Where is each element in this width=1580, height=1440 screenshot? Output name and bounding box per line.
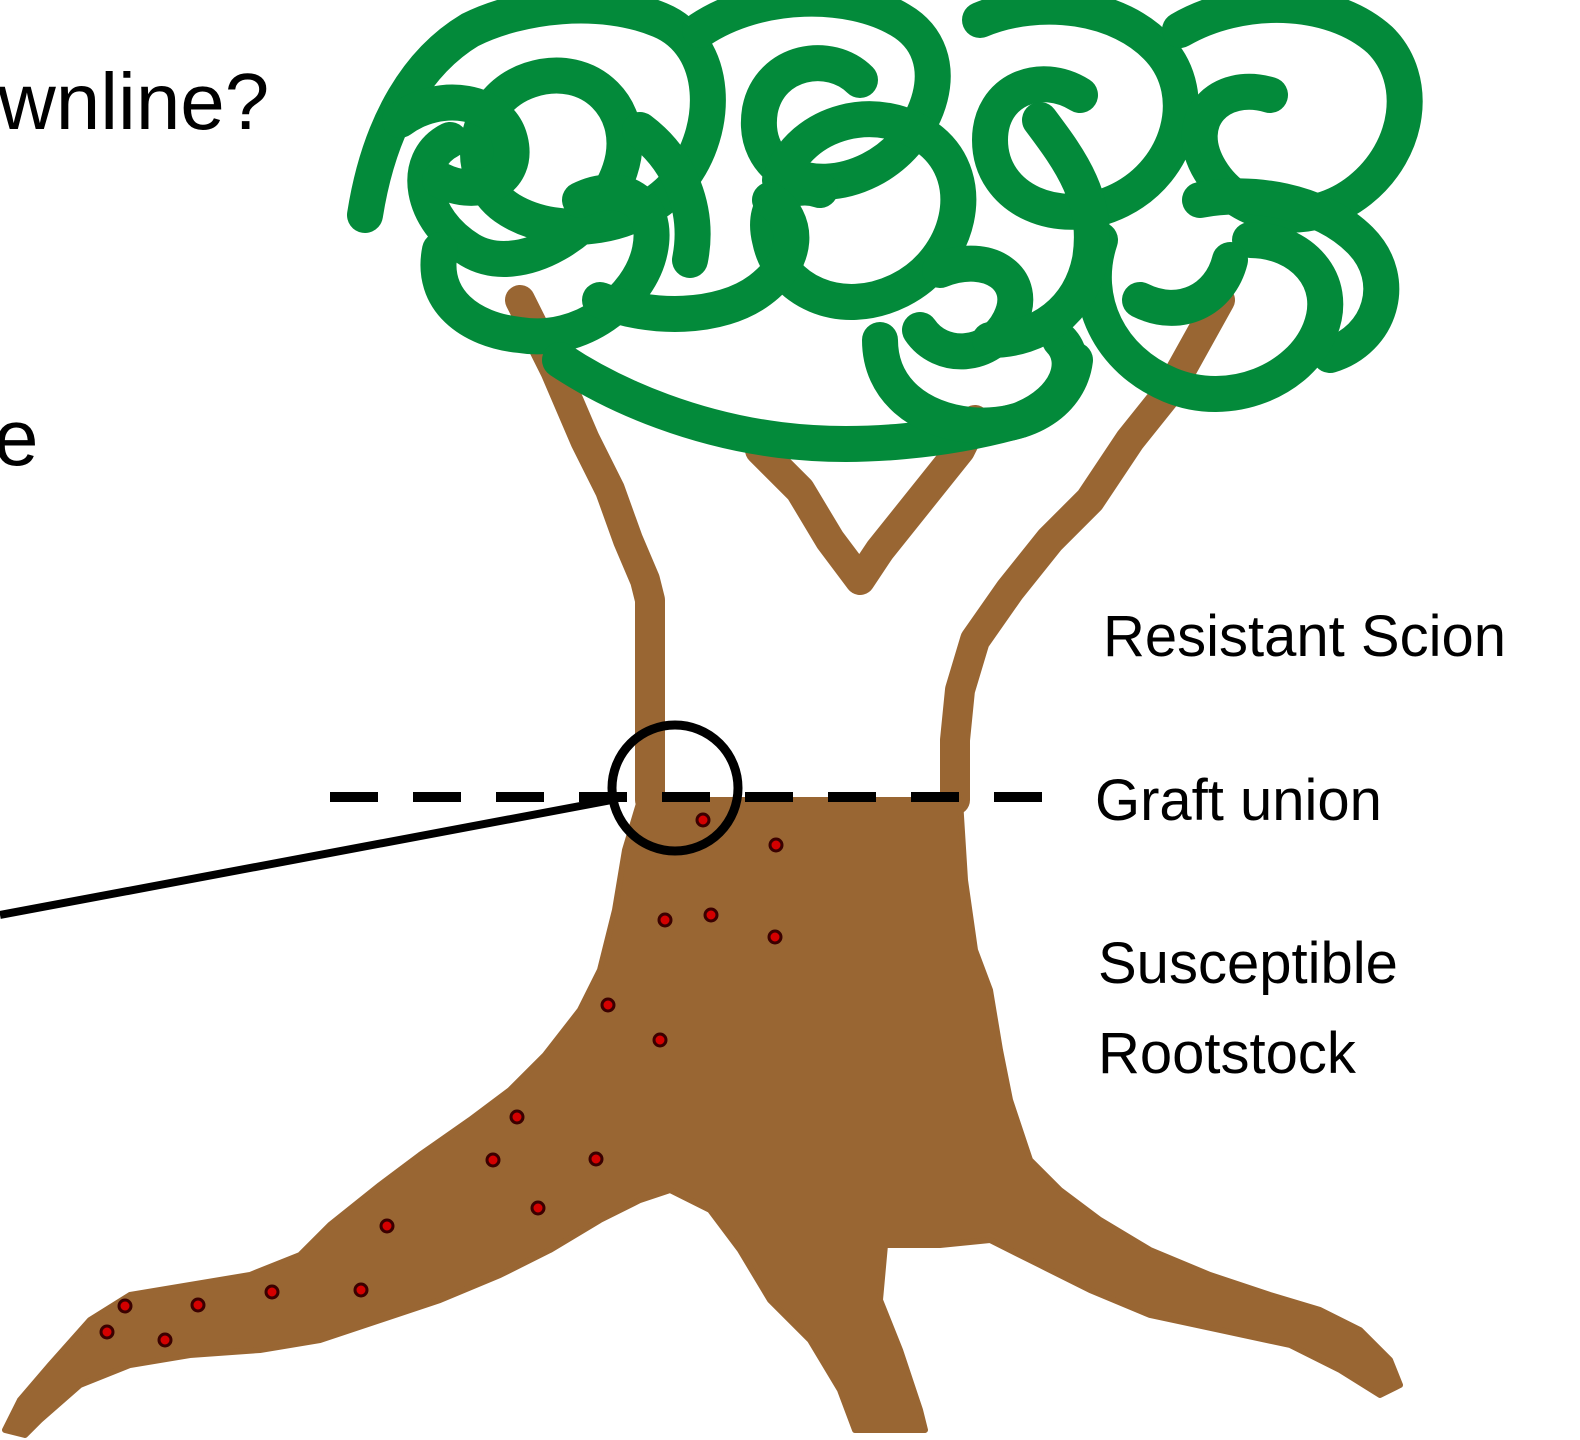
- label-graft-union: Graft union: [1095, 768, 1382, 833]
- label-rootstock-line1: Susceptible: [1098, 931, 1398, 996]
- infection-dot: [600, 997, 616, 1013]
- slide-title-fragment: wnline?: [0, 57, 270, 146]
- callout-circle: [607, 720, 743, 856]
- infection-dot: [530, 1200, 546, 1216]
- callout-pointer-line: [0, 796, 613, 919]
- label-rootstock-line2: Rootstock: [1098, 1021, 1356, 1086]
- slide-body-fragment: e: [0, 393, 39, 482]
- infection-dot: [509, 1109, 525, 1125]
- infection-dot: [353, 1282, 369, 1298]
- infection-dot: [657, 912, 673, 928]
- infection-dot: [99, 1324, 115, 1340]
- infection-dot: [703, 907, 719, 923]
- canopy-scribble: [347, 0, 1423, 462]
- infection-dot: [264, 1284, 280, 1300]
- rootstock-trunk: [2, 797, 1403, 1438]
- infection-dot: [767, 929, 783, 945]
- infection-dot: [768, 837, 784, 853]
- label-resistant-scion: Resistant Scion: [1103, 604, 1506, 669]
- infection-dot: [117, 1298, 133, 1314]
- infection-dot: [379, 1218, 395, 1234]
- infection-dots: [99, 812, 784, 1348]
- infection-dot: [652, 1032, 668, 1048]
- infection-dot: [485, 1152, 501, 1168]
- infection-dot: [190, 1297, 206, 1313]
- scion-trunk: [505, 285, 1235, 815]
- infection-dot: [588, 1151, 604, 1167]
- infection-dot: [157, 1332, 173, 1348]
- infection-dot: [695, 812, 711, 828]
